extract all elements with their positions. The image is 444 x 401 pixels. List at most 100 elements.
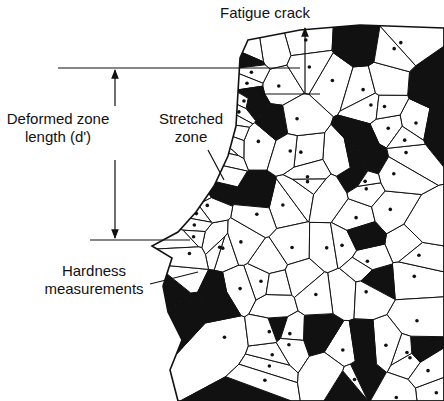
hardness-indent: [403, 138, 407, 142]
grain: [354, 281, 395, 320]
hardness-indent: [268, 364, 272, 368]
hardness-indent: [363, 180, 367, 184]
hardness-indent: [392, 47, 396, 51]
part-label: Hardness measurements: [36, 262, 152, 298]
hardness-indent: [408, 356, 412, 360]
hardness-indent: [290, 246, 294, 250]
dimension-line: [90, 239, 190, 240]
crack-arrow: [304, 28, 305, 94]
grain: [332, 10, 380, 67]
grain: [267, 134, 297, 176]
grain: [205, 237, 224, 271]
grain: [245, 314, 277, 346]
grain: [226, 364, 301, 401]
specimen-outline: [152, 25, 444, 401]
hardness-indent: [354, 216, 358, 220]
crack-tip-line: [255, 93, 320, 94]
hardness-indent: [364, 187, 368, 191]
hardness-indent: [201, 195, 205, 199]
hardness-indent: [288, 149, 292, 153]
grain: [140, 167, 211, 204]
grain: [140, 247, 209, 270]
hardness-indent: [257, 140, 261, 144]
hardness-indent: [399, 41, 403, 45]
hardness-indent: [238, 287, 242, 291]
hardness-indent: [288, 332, 292, 336]
grain: [347, 222, 386, 251]
hardness-indent: [242, 99, 246, 103]
hardness-indent: [415, 319, 419, 323]
hardness-indent: [245, 81, 249, 85]
grain: [283, 93, 334, 135]
hardness-indent: [414, 121, 418, 125]
grain: [140, 119, 223, 177]
part-label: Stretched zone: [150, 110, 232, 146]
grain: [190, 83, 248, 109]
hardness-indent: [306, 175, 310, 179]
hardness-indent: [361, 88, 365, 92]
grain: [294, 272, 333, 315]
grain: [358, 171, 381, 187]
grain: [349, 319, 376, 364]
grain: [207, 127, 244, 158]
grain: [140, 57, 263, 90]
grain: [207, 166, 247, 187]
hardness-indent: [353, 378, 357, 382]
part-label: Fatigue crack: [205, 4, 325, 22]
grain: [276, 175, 314, 222]
hardness-indent: [259, 280, 263, 284]
grain: [140, 97, 239, 155]
dimension-arrow: [114, 160, 115, 238]
hardness-indent: [204, 185, 208, 189]
grain: [293, 179, 326, 194]
hardness-indent: [239, 240, 243, 244]
hardness-indent: [308, 65, 312, 69]
hardness-indent: [193, 223, 197, 227]
grain: [231, 205, 277, 238]
hardness-indent: [192, 235, 196, 239]
hardness-indent: [435, 391, 439, 395]
hardness-indent: [223, 336, 227, 340]
grain: [298, 352, 345, 401]
grain: [140, 216, 199, 250]
grain: [304, 314, 344, 357]
hardness-indent: [250, 70, 254, 74]
grain: [255, 104, 288, 141]
hardness-indent: [417, 253, 421, 257]
hardness-indent: [412, 275, 416, 279]
hardness-indent: [394, 396, 398, 400]
hardness-indent: [263, 378, 267, 382]
hardness-indent: [188, 252, 192, 256]
grain: [140, 209, 212, 231]
hardness-indent: [392, 172, 396, 176]
hardness-indent: [314, 293, 318, 297]
grain-structure: [140, 10, 444, 401]
grain: [140, 153, 212, 194]
hardness-indent: [341, 348, 345, 352]
hardness-indent: [306, 180, 310, 184]
hardness-indent: [386, 126, 390, 130]
hardness-indent: [221, 147, 225, 151]
hardness-indent: [281, 203, 285, 207]
hardness-indent: [404, 151, 408, 155]
hardness-indent: [369, 103, 373, 107]
hardness-indent: [299, 150, 303, 154]
hardness-indent: [270, 353, 274, 357]
hardness-indent: [405, 351, 409, 355]
hardness-indent: [389, 208, 393, 212]
leader-line: [208, 150, 224, 180]
grain: [378, 157, 438, 195]
grain: [373, 315, 402, 373]
grain: [140, 183, 211, 222]
hardness-indent: [205, 204, 209, 208]
hardness-indent: [218, 245, 222, 249]
grain: [343, 364, 368, 400]
dimension-arrow: [114, 70, 115, 106]
hardness-indent: [364, 290, 368, 294]
dimension-label: Deformed zone length (d'): [4, 110, 112, 146]
hardness-indent: [277, 84, 281, 88]
hardness-indent: [325, 246, 329, 250]
grain: [344, 138, 362, 167]
hardness-indent: [295, 117, 299, 121]
